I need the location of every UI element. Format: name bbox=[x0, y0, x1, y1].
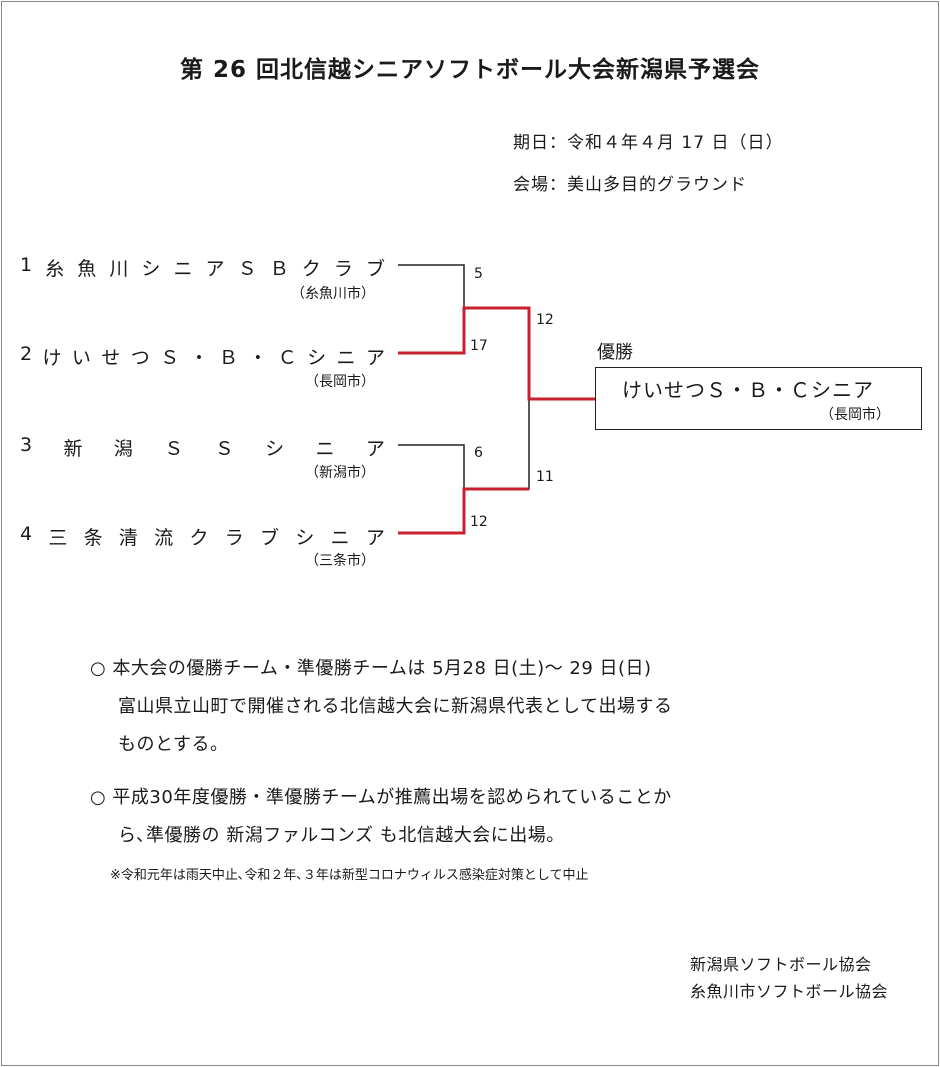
team-name-char: ・ bbox=[189, 347, 209, 369]
team-name-char: ア bbox=[365, 527, 385, 549]
note-1-line-3: ものとする。 bbox=[118, 734, 229, 755]
team-3-city: （新潟市） bbox=[305, 465, 375, 481]
team-name-char: ク bbox=[301, 258, 321, 280]
team-name-char: い bbox=[71, 347, 91, 369]
team-name-char: Ｂ bbox=[218, 347, 238, 369]
team-name-char: 糸 bbox=[45, 258, 65, 280]
team-1-city: （糸魚川市） bbox=[291, 286, 375, 302]
team-name-char: シ bbox=[295, 527, 315, 549]
team-number: 2 bbox=[20, 343, 33, 365]
team-name-char: ア bbox=[365, 347, 385, 369]
winner-city: （長岡市） bbox=[820, 407, 890, 423]
score-team-1: 5 bbox=[474, 266, 483, 282]
team-name-char: ブ bbox=[260, 527, 280, 549]
note-2-line-1: ○ 平成30年度優勝・準優勝チームが推薦出場を認められていることか bbox=[90, 787, 672, 808]
winner-name: けいせつＳ・Ｂ・Ｃシニア bbox=[622, 378, 874, 402]
team-name-char: 条 bbox=[83, 527, 103, 549]
winner-box bbox=[595, 367, 922, 430]
bracket-line-team-3 bbox=[398, 444, 465, 489]
event-date: 期日：令和４年４月 17 日（日） bbox=[513, 133, 784, 153]
team-name-char: 流 bbox=[154, 527, 174, 549]
winner-label: 優勝 bbox=[597, 342, 633, 363]
team-name-char: Ｓ bbox=[160, 347, 180, 369]
team-name-char: 清 bbox=[118, 527, 138, 549]
team-name-char: Ｓ bbox=[237, 258, 257, 280]
team-2-city: （長岡市） bbox=[305, 374, 375, 390]
team-name-char: ア bbox=[205, 258, 225, 280]
team-name-char: ニ bbox=[330, 527, 350, 549]
team-number: 4 bbox=[20, 523, 33, 545]
score-team-3: 6 bbox=[474, 445, 483, 461]
score-semi-top: 12 bbox=[536, 312, 554, 328]
team-number: 3 bbox=[20, 434, 33, 456]
team-name-char: Ｂ bbox=[269, 258, 289, 280]
team-name-char: シ bbox=[141, 258, 161, 280]
event-venue: 会場：美山多目的グラウンド bbox=[513, 175, 747, 195]
team-name-char: Ｓ bbox=[164, 438, 184, 460]
footnote: ※令和元年は雨天中止､令和２年､３年は新型コロナウィルス感染症対策として中止 bbox=[110, 868, 589, 883]
team-name-char: せ bbox=[101, 347, 121, 369]
score-semi-bottom: 11 bbox=[536, 469, 554, 485]
team-name-char: ク bbox=[189, 527, 209, 549]
team-name-char: 潟 bbox=[113, 438, 133, 460]
team-name-char: ラ bbox=[333, 258, 353, 280]
team-name-char: ラ bbox=[224, 527, 244, 549]
note-2-line-2: ら､準優勝の 新潟ファルコンズ も北信越大会に出場。 bbox=[118, 825, 565, 846]
organizer-1: 新潟県ソフトボール協会 bbox=[690, 955, 872, 974]
team-name-char: ニ bbox=[315, 438, 335, 460]
team-name-char: 三 bbox=[48, 527, 68, 549]
team-name-char: 新 bbox=[63, 438, 83, 460]
page-title: 第 26 回北信越シニアソフトボール大会新潟県予選会 bbox=[179, 57, 761, 83]
score-team-2: 17 bbox=[470, 338, 488, 354]
team-name-char: け bbox=[42, 347, 62, 369]
note-1-line-2: 富山県立山町で開催される北信越大会に新潟県代表として出場する bbox=[118, 696, 673, 717]
team-name-char: シ bbox=[265, 438, 285, 460]
team-name-char: ニ bbox=[173, 258, 193, 280]
bracket-line-team-4-winning bbox=[398, 487, 529, 535]
score-team-4: 12 bbox=[470, 514, 488, 530]
bracket-line-semi-bottom bbox=[464, 399, 530, 490]
team-name-char: ア bbox=[365, 438, 385, 460]
team-number: 1 bbox=[20, 254, 33, 276]
team-4-city: （三条市） bbox=[305, 553, 375, 569]
team-name-char: シ bbox=[307, 347, 327, 369]
team-name-char: つ bbox=[130, 347, 150, 369]
team-name-char: Ｃ bbox=[277, 347, 297, 369]
team-name-char: 魚 bbox=[77, 258, 97, 280]
note-1-line-1: ○ 本大会の優勝チーム・準優勝チームは 5月28 日(土)～ 29 日(日) bbox=[90, 658, 652, 679]
team-name-char: ・ bbox=[248, 347, 268, 369]
bracket-line-team-2-winning bbox=[398, 306, 595, 401]
team-name-char: ブ bbox=[365, 258, 385, 280]
team-3-name: 3 新 潟 Ｓ Ｓ シ ニ ア bbox=[20, 434, 385, 461]
bracket-line-team-1 bbox=[398, 264, 465, 308]
team-name-char: Ｓ bbox=[214, 438, 234, 460]
organizer-2: 糸魚川市ソフトボール協会 bbox=[690, 982, 889, 1001]
team-name-char: ニ bbox=[336, 347, 356, 369]
team-name-char: 川 bbox=[109, 258, 129, 280]
